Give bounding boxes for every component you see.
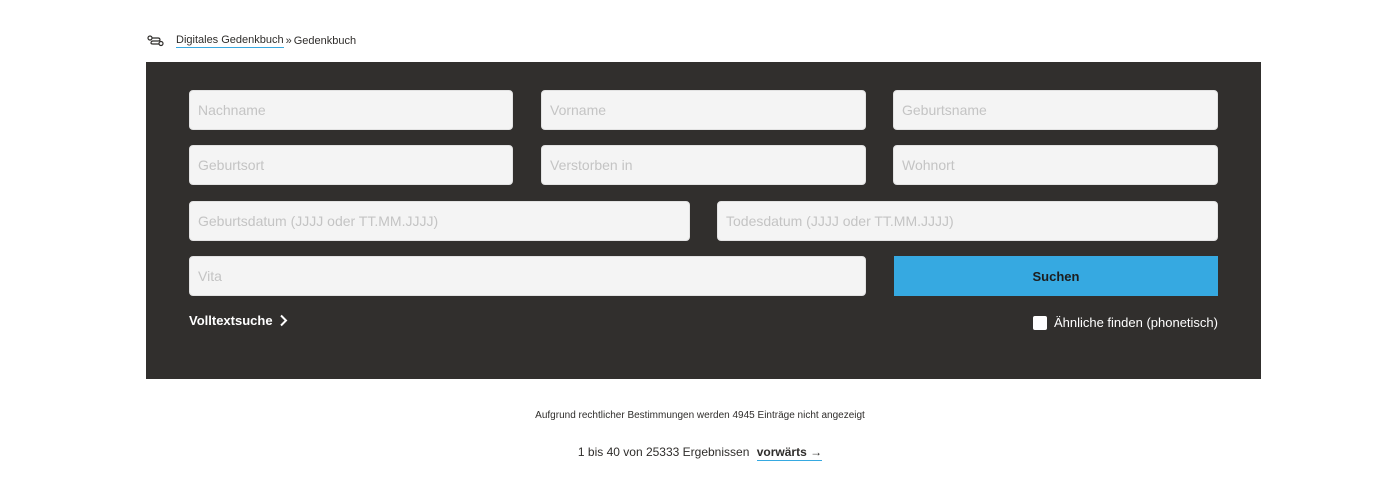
breadcrumb-separator: » <box>285 35 292 47</box>
chevron-right-icon <box>279 314 288 327</box>
search-button[interactable]: Suchen <box>894 256 1218 296</box>
breadcrumb-current: Gedenkbuch <box>293 35 357 47</box>
firstname-input[interactable] <box>541 90 866 130</box>
phonetic-option[interactable]: Ähnliche finden (phonetisch) <box>1032 315 1218 330</box>
fulltext-search-link[interactable]: Volltextsuche <box>189 313 288 328</box>
fulltext-search-label: Volltextsuche <box>189 313 273 328</box>
birthplace-input[interactable] <box>189 145 513 185</box>
results-range: 1 bis 40 von 25333 Ergebnissen <box>577 445 750 459</box>
breadcrumb-link-digitales-gedenkbuch[interactable]: Digitales Gedenkbuch <box>176 34 284 48</box>
residence-input[interactable] <box>893 145 1218 185</box>
phonetic-label: Ähnliche finden (phonetisch) <box>1053 315 1218 330</box>
breadcrumb: Digitales Gedenkbuch » Gedenkbuch <box>147 32 356 50</box>
next-page-link[interactable]: vorwärts → <box>756 445 823 461</box>
deathdate-input[interactable] <box>717 201 1218 241</box>
pagination: 1 bis 40 von 25333 Ergebnissen vorwärts … <box>0 445 1400 461</box>
birthname-input[interactable] <box>893 90 1218 130</box>
lastname-input[interactable] <box>189 90 513 130</box>
route-icon <box>147 34 167 48</box>
results-notice: Aufgrund rechtlicher Bestimmungen werden… <box>535 410 865 421</box>
search-panel: Suchen Volltextsuche Ähnliche finden (ph… <box>146 62 1261 379</box>
deathplace-input[interactable] <box>541 145 866 185</box>
phonetic-checkbox[interactable] <box>1032 315 1047 330</box>
birthdate-input[interactable] <box>189 201 690 241</box>
vita-input[interactable] <box>189 256 866 296</box>
